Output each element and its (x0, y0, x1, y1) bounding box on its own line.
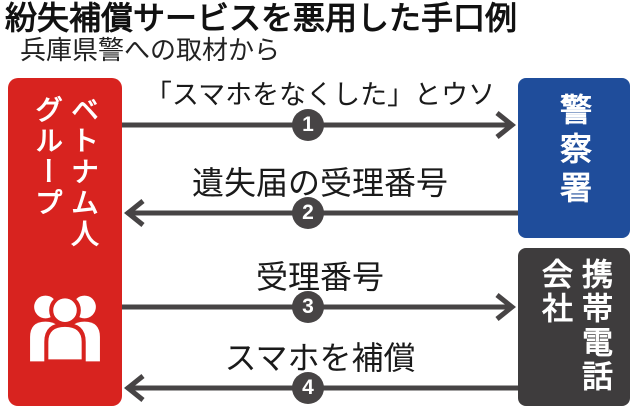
step-number-badge: 1 (292, 109, 324, 141)
flow-step-4: スマホを補償 4 (122, 340, 518, 404)
step-label: 受理番号 (255, 259, 384, 295)
actor-box-phone-company: 携帯電話 会社 (518, 248, 630, 406)
flow-step-2: 遺失届の受理番号 2 (122, 165, 518, 229)
step-number-badge: 3 (292, 291, 324, 323)
step-label: 遺失届の受理番号 (191, 165, 448, 201)
actor-label-col: グループ (32, 95, 63, 219)
people-group-icon (30, 294, 100, 362)
actor-label-col: 会社 (537, 258, 572, 326)
actor-label-police: 警察署 (556, 93, 592, 210)
actor-label-col: ベトナム人 (68, 95, 99, 250)
step-number-badge: 2 (292, 197, 324, 229)
flow-step-1: 「スマホをなくした」とウソ 1 (122, 80, 518, 141)
actor-box-police: 警察署 (518, 78, 630, 238)
actor-label-phone-company: 携帯電話 会社 (534, 258, 614, 394)
page-title: 紛失補償サービスを悪用した手口例 (5, 0, 518, 36)
actor-label-vietnamese-group: ベトナム人 グループ (29, 95, 101, 250)
step-number-badge: 4 (292, 372, 324, 404)
page-subtitle: 兵庫県警への取材から (20, 35, 281, 65)
actor-box-vietnamese-group: ベトナム人 グループ (8, 78, 122, 406)
step-label: スマホを補償 (224, 340, 416, 376)
step-label: 「スマホをなくした」とウソ (144, 80, 496, 110)
flow-step-3: 受理番号 3 (122, 259, 518, 323)
actor-label-col: 携帯電話 (577, 258, 612, 394)
